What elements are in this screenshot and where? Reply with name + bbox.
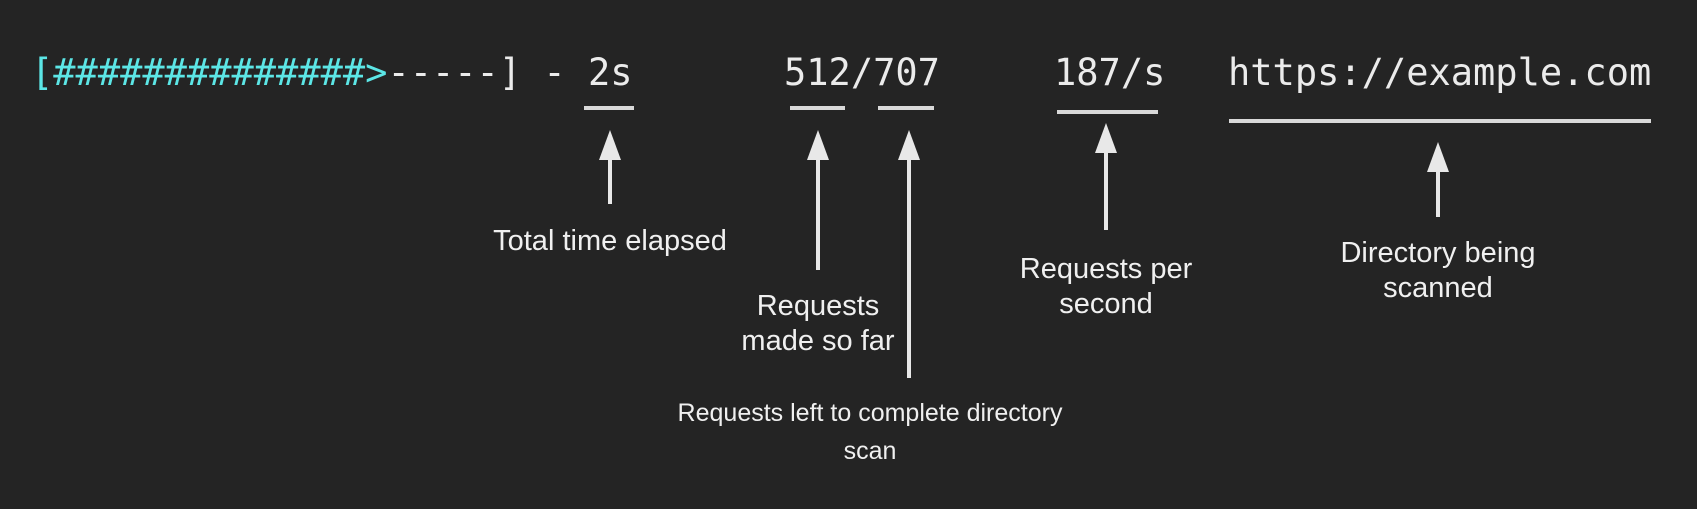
label-line: Requests left to complete directory [677, 399, 1063, 427]
target-url-value: https://example.com [1228, 51, 1652, 94]
arrow-head-icon [1427, 142, 1449, 172]
label-line: Requests [756, 290, 880, 322]
label-line: Requests per [1019, 253, 1193, 285]
label-time-elapsed: Total time elapsed [493, 224, 727, 259]
label-line: scanned [1383, 272, 1493, 304]
progress-bar-segment: [##############>-----] - 2s [31, 51, 633, 94]
label-line: scan [843, 437, 897, 465]
label-line: Directory being [1340, 237, 1536, 269]
requests-made-value: 512 [784, 51, 851, 94]
arrow-requests-left [898, 130, 920, 378]
arrow-requests-made [807, 130, 829, 270]
underline-requests-total [878, 106, 934, 110]
arrow-shaft [1436, 170, 1440, 217]
arrow-head-icon [807, 130, 829, 160]
request-counts-segment: 512/707 [784, 51, 940, 94]
request-rate-value: 187/s [1054, 51, 1166, 94]
arrow-time-elapsed [599, 130, 621, 204]
progress-bracket-open: [ [31, 51, 54, 94]
label-requests-made: Requests made so far [741, 289, 894, 359]
count-divider: / [850, 51, 874, 94]
underline-request-rate [1057, 110, 1158, 114]
label-line: second [1059, 288, 1153, 320]
arrow-head-icon [599, 130, 621, 160]
arrow-shaft [608, 158, 612, 204]
arrow-shaft [907, 158, 911, 378]
underline-time-elapsed [584, 106, 634, 110]
progress-head-caret: > [365, 51, 388, 94]
label-requests-left: Requests left to complete directory scan [678, 394, 1063, 470]
progress-fill: ############## [53, 51, 366, 94]
progress-bracket-close: ] [498, 51, 522, 94]
arrow-head-icon [1095, 123, 1117, 153]
underline-target-url [1229, 119, 1651, 123]
requests-total-value: 707 [873, 51, 940, 94]
time-elapsed-value: 2s [587, 51, 633, 94]
label-request-rate: Requests per second [1020, 252, 1193, 322]
arrow-target-url [1427, 142, 1449, 217]
arrow-head-icon [898, 130, 920, 160]
label-line: made so far [741, 325, 895, 357]
label-line: Total time elapsed [493, 225, 727, 257]
progress-remaining: ----- [387, 51, 499, 94]
underline-requests-made [790, 106, 845, 110]
label-target-url: Directory being scanned [1340, 236, 1535, 306]
arrow-request-rate [1095, 123, 1117, 230]
dash-separator: - [521, 51, 588, 94]
arrow-shaft [1104, 151, 1108, 230]
arrow-shaft [816, 158, 820, 270]
